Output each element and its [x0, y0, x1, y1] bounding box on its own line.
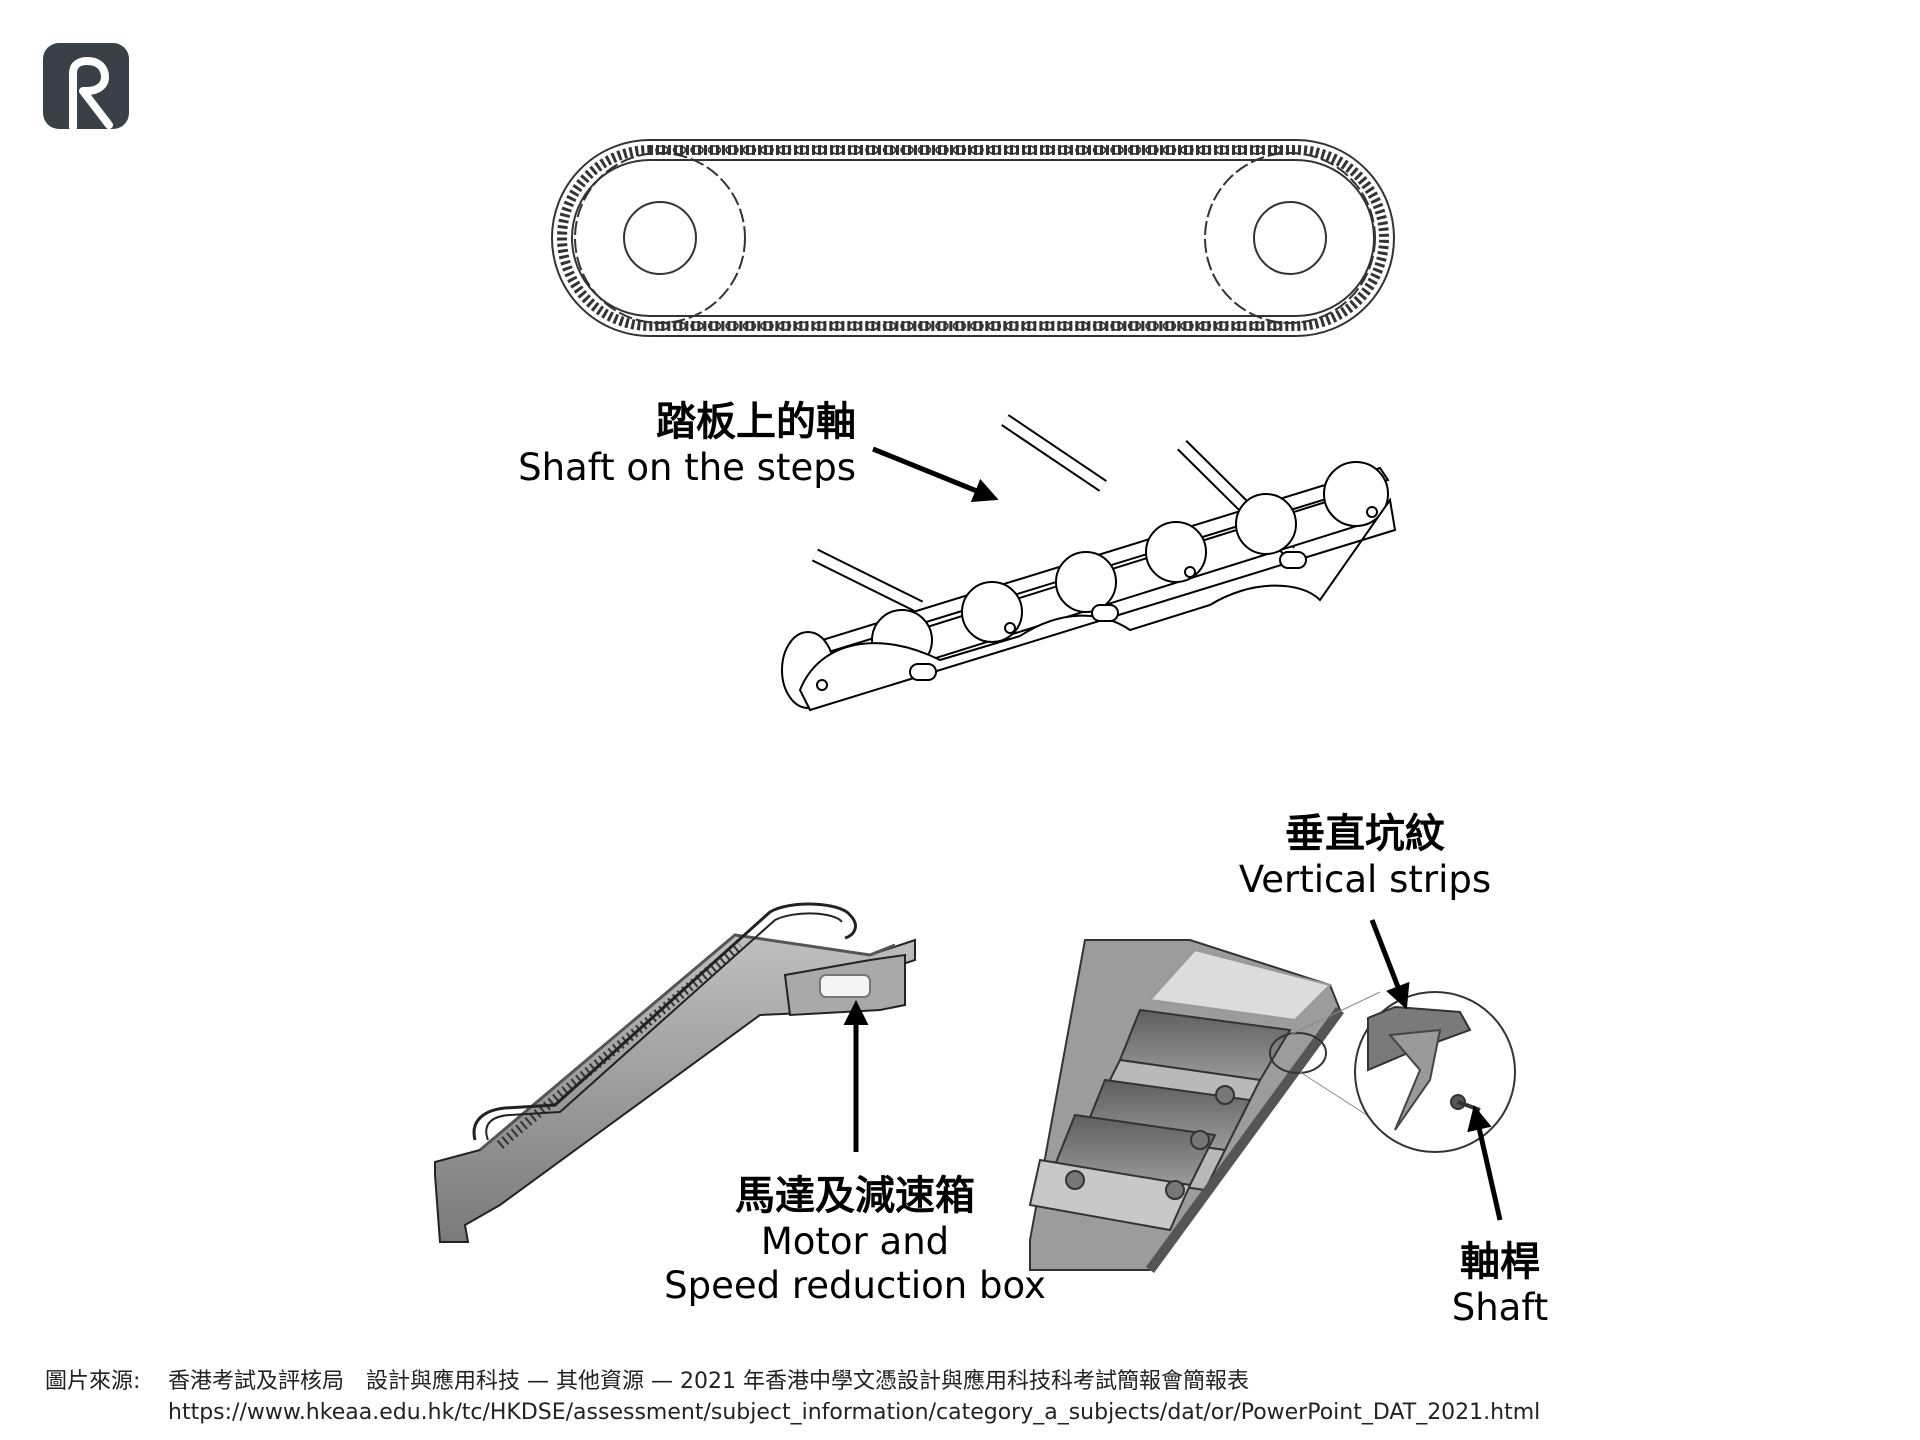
chain-link [1232, 321, 1247, 331]
chain-link [847, 145, 862, 155]
chain-link [760, 145, 774, 155]
chain-link [1092, 321, 1107, 331]
chain-link [952, 321, 967, 331]
annotation-arrows [843, 446, 1503, 1221]
chain-link [1232, 145, 1247, 155]
chain-link [882, 145, 897, 155]
chain-link [1250, 321, 1264, 331]
chain-link [830, 145, 844, 155]
label-shaft: 軸桿 Shaft [1420, 1238, 1580, 1330]
label-shaft-on-steps-zh: 踏板上的軸 [656, 399, 856, 445]
chain-link [1075, 321, 1089, 331]
chain-link [1005, 145, 1019, 155]
chain-link [900, 145, 914, 155]
chain-link [672, 321, 687, 331]
label-vertical-strips: 垂直坑紋 Vertical strips [1215, 810, 1515, 902]
chain-link [725, 145, 739, 155]
chain-link [1057, 145, 1072, 155]
chain-link [742, 145, 757, 155]
chain-link [1127, 145, 1142, 155]
chain-link [690, 321, 704, 331]
chain-link [777, 145, 792, 155]
chain-link [987, 145, 1002, 155]
chain-link [917, 321, 932, 331]
source-url[interactable]: https://www.hkeaa.edu.hk/tc/HKDSE/assess… [168, 1400, 1541, 1425]
chain-link [1057, 321, 1072, 331]
chain-link [672, 145, 687, 155]
chain-link [1215, 145, 1229, 155]
arrow-to-shaft-on-steps [872, 446, 999, 503]
chain-link [935, 321, 949, 331]
arrow-to-shaft [1467, 1105, 1503, 1221]
chain-link [900, 321, 914, 331]
label-motor-zh: 馬達及減速箱 [735, 1173, 975, 1219]
chain-link [865, 145, 879, 155]
chain-link [1110, 145, 1124, 155]
chain-link [1197, 145, 1212, 155]
chain-link [725, 321, 739, 331]
chain-link [935, 145, 949, 155]
logo-r-icon [43, 43, 129, 131]
chain-link [1197, 321, 1212, 331]
chain-link [1250, 145, 1264, 155]
chain-link [1005, 321, 1019, 331]
label-vertical-strips-zh: 垂直坑紋 [1285, 811, 1445, 857]
chain-link [795, 321, 809, 331]
label-motor-en-1: Motor and [760, 1220, 950, 1263]
chain-link [1145, 321, 1159, 331]
chain-link [865, 321, 879, 331]
step-chain-drawing [781, 414, 1397, 712]
chain-link [917, 145, 932, 155]
chain-link [795, 145, 809, 155]
chain-link [882, 321, 897, 331]
chain-link [1145, 145, 1159, 155]
label-motor-en-2: Speed reduction box [664, 1264, 1046, 1308]
chain-link [1040, 145, 1054, 155]
chain-link [970, 145, 984, 155]
chain-link [1040, 321, 1054, 331]
chain-link [707, 321, 722, 331]
chain-link [847, 321, 862, 331]
chain-link [952, 145, 967, 155]
chain-link [1022, 321, 1037, 331]
chain-link [742, 321, 757, 331]
chain-link [1022, 145, 1037, 155]
chain-link [777, 321, 792, 331]
chain-link [1092, 145, 1107, 155]
label-motor: 馬達及減速箱 Motor and Speed reduction box [640, 1172, 1070, 1309]
chain-link [987, 321, 1002, 331]
chain-link [1075, 145, 1089, 155]
label-vertical-strips-en: Vertical strips [1238, 858, 1492, 901]
chain-link [1180, 145, 1194, 155]
chain-link [1215, 321, 1229, 331]
arrow-to-vertical-strips [1369, 919, 1410, 1010]
logo [43, 43, 129, 131]
step-detail-drawing [1028, 939, 1516, 1273]
chain-link [760, 321, 774, 331]
label-shaft-on-steps: 踏板上的軸 Shaft on the steps [500, 398, 856, 490]
label-shaft-on-steps-en: Shaft on the steps [518, 446, 856, 489]
chain-link [830, 321, 844, 331]
chain-link [1127, 321, 1142, 331]
chain-link [690, 145, 704, 155]
source-text: 香港考試及評核局 設計與應用科技 — 其他資源 — 2021 年香港中學文憑設計… [168, 1369, 1249, 1394]
chain-link [812, 321, 827, 331]
label-shaft-zh: 軸桿 [1460, 1239, 1540, 1285]
chain-loop-drawing [551, 139, 1395, 337]
chain-link [1180, 321, 1194, 331]
chain-link [707, 145, 722, 155]
chain-link [1162, 145, 1177, 155]
chain-link [970, 321, 984, 331]
escalator-drawing [434, 902, 916, 1243]
chain-link [1162, 321, 1177, 331]
label-shaft-en: Shaft [1451, 1286, 1549, 1329]
chain-link [1110, 321, 1124, 331]
chain-link [812, 145, 827, 155]
source-label: 圖片來源: [45, 1369, 141, 1394]
